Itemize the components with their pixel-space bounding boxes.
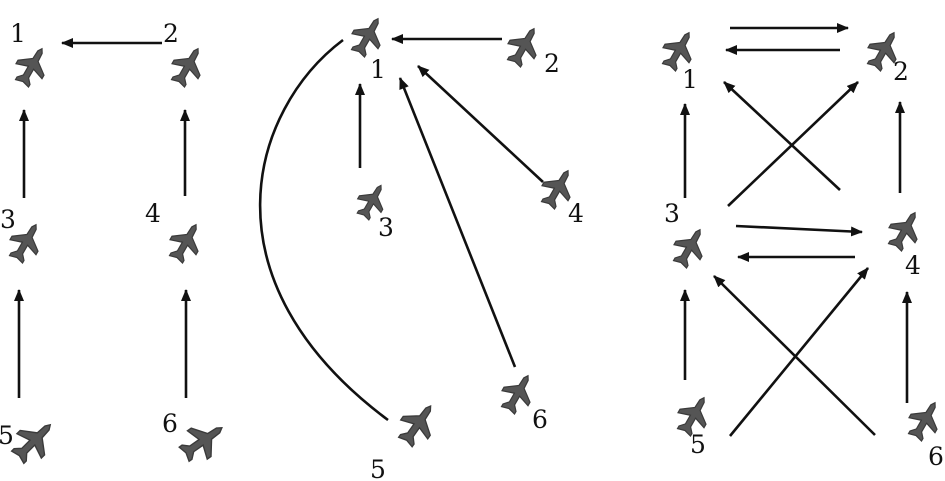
node-label: 5 bbox=[370, 455, 386, 481]
aircraft-icon bbox=[901, 394, 945, 446]
node-label: 5 bbox=[0, 421, 14, 450]
node-6: 6 bbox=[494, 367, 548, 434]
edge-6-to-1 bbox=[398, 77, 517, 368]
aircraft-icon bbox=[164, 40, 212, 92]
node-label: 1 bbox=[10, 19, 26, 48]
edge-4-to-1 bbox=[417, 65, 544, 183]
node-4: 4 bbox=[534, 162, 584, 228]
diagram-2-edges bbox=[258, 34, 544, 422]
aircraft-icon bbox=[881, 204, 929, 256]
diagram-2: 1 2 3 4 5 6 bbox=[258, 10, 584, 481]
diagram-2-nodes: 1 2 3 4 5 6 bbox=[344, 10, 584, 481]
node-label: 6 bbox=[532, 405, 548, 434]
edge-6-to-3 bbox=[713, 275, 876, 436]
diagram-3-edges bbox=[680, 23, 912, 437]
node-label: 3 bbox=[664, 199, 680, 228]
node-label: 5 bbox=[690, 430, 706, 459]
node-4: 4 bbox=[881, 204, 929, 280]
diagram-1-edges bbox=[14, 38, 191, 398]
node-label: 6 bbox=[928, 442, 944, 471]
edge-3-to-2 bbox=[727, 81, 859, 207]
aircraft-icon bbox=[500, 20, 548, 72]
node-1: 1 bbox=[8, 19, 56, 92]
edge-4-to-1 bbox=[723, 81, 841, 191]
node-label: 6 bbox=[162, 409, 178, 438]
node-label: 4 bbox=[145, 199, 161, 228]
node-label: 4 bbox=[568, 199, 584, 228]
node-6: 6 bbox=[162, 409, 233, 470]
node-label: 3 bbox=[0, 205, 16, 234]
aircraft-icon bbox=[8, 40, 56, 92]
edge-5-to-4 bbox=[728, 267, 870, 437]
node-3: 3 bbox=[0, 205, 50, 268]
node-label: 3 bbox=[378, 213, 394, 242]
node-2: 2 bbox=[163, 19, 212, 92]
node-3: 3 bbox=[350, 178, 394, 242]
aircraft-icon bbox=[173, 412, 233, 470]
node-5: 5 bbox=[670, 389, 718, 459]
node-label: 2 bbox=[544, 49, 560, 78]
node-1: 1 bbox=[655, 24, 703, 94]
node-label: 1 bbox=[682, 65, 698, 94]
diagram-1-nodes: 1 2 3 4 5 6 bbox=[0, 19, 233, 471]
node-1: 1 bbox=[344, 10, 392, 84]
aircraft-icon bbox=[391, 395, 445, 453]
node-5: 5 bbox=[0, 411, 64, 471]
diagram-3: 1 2 3 4 5 6 bbox=[655, 23, 945, 471]
node-3: 3 bbox=[664, 199, 714, 273]
aircraft-icon bbox=[344, 10, 392, 62]
diagram-3-nodes: 1 2 3 4 5 6 bbox=[655, 24, 945, 471]
node-label: 2 bbox=[163, 19, 179, 48]
node-6: 6 bbox=[901, 394, 945, 471]
aircraft-icon bbox=[666, 221, 714, 273]
edge-3-to-4 bbox=[735, 224, 863, 237]
node-5: 5 bbox=[370, 395, 445, 481]
node-2: 2 bbox=[860, 24, 909, 86]
node-4: 4 bbox=[145, 199, 210, 268]
aircraft-icon bbox=[4, 411, 64, 471]
node-label: 2 bbox=[893, 57, 909, 86]
node-label: 1 bbox=[370, 55, 386, 84]
node-label: 4 bbox=[905, 251, 921, 280]
diagram-1: 1 2 3 4 5 6 bbox=[0, 19, 233, 471]
node-2: 2 bbox=[500, 20, 560, 78]
aircraft-icon bbox=[162, 216, 210, 268]
edge-5-to-1 bbox=[258, 38, 389, 422]
